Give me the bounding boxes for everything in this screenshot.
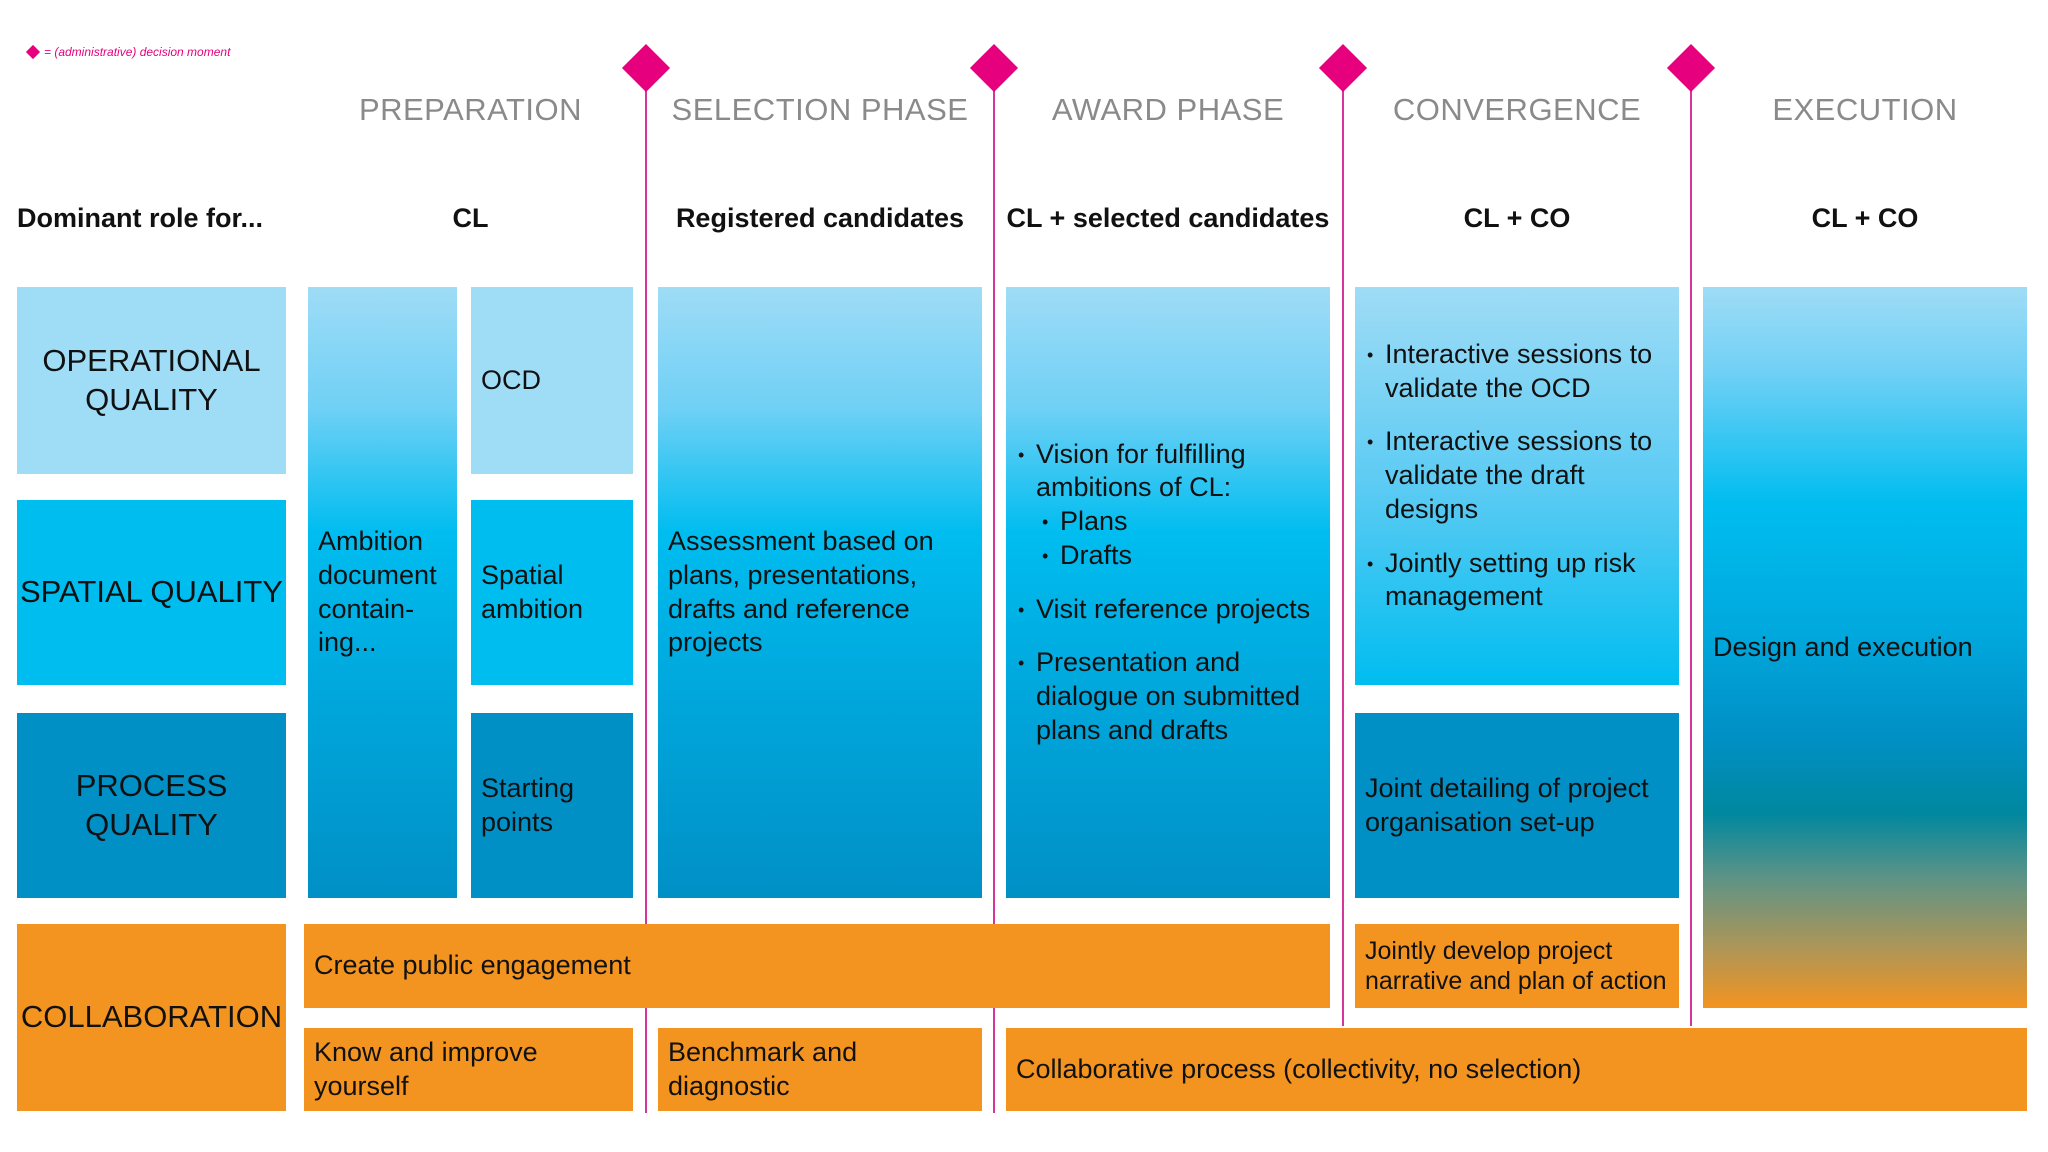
convergence-item: Interactive sessions to validate the OCD <box>1365 338 1669 406</box>
decision-line-2 <box>993 68 995 1113</box>
decision-diamond-icon <box>969 43 1019 93</box>
phase-title-execution: EXECUTION <box>1772 92 1958 127</box>
decision-diamond-icon <box>1666 43 1716 93</box>
decision-diamond-icon <box>1318 43 1368 93</box>
award-subitem: Plans <box>1040 505 1320 539</box>
award-card: Vision for fulfilling ambitions of CL: P… <box>1006 287 1330 898</box>
award-subitem: Drafts <box>1040 539 1320 573</box>
preparation-spatial-card: Spatial ambition <box>471 500 633 685</box>
legend: = (administrative) decision moment <box>25 42 231 62</box>
role-award: CL + selected candidates <box>1006 203 1330 233</box>
role-execution: CL + CO <box>1811 203 1919 233</box>
collab-collective-process: Collaborative process (collectivity, no … <box>1006 1028 2027 1111</box>
collab-know-improve: Know and improve yourself <box>304 1028 633 1111</box>
award-item: Vision for fulfilling ambitions of CL: P… <box>1016 438 1320 573</box>
preparation-ocd-card: OCD <box>471 287 633 474</box>
role-convergence: CL + CO <box>1463 203 1571 233</box>
decision-diamond-icon <box>621 43 671 93</box>
preparation-starting-card: Starting points <box>471 713 633 898</box>
convergence-item: Jointly setting up risk management <box>1365 547 1669 615</box>
convergence-card: Interactive sessions to validate the OCD… <box>1355 287 1679 685</box>
selection-card: Assessment based on plans, presentations… <box>658 287 982 898</box>
row-label-spatial: SPATIAL QUALITY <box>17 500 286 685</box>
role-header: Dominant role for... <box>17 203 264 233</box>
convergence-item: Interactive sessions to validate the dra… <box>1365 425 1669 526</box>
row-label-operational: OPERATIONAL QUALITY <box>17 287 286 474</box>
row-label-process: PROCESS QUALITY <box>17 713 286 898</box>
collab-public-engagement: Create public engagement <box>304 924 1330 1008</box>
convergence-process-card: Joint detailing of project organisation … <box>1355 713 1679 898</box>
award-item: Visit reference projects <box>1016 593 1320 627</box>
decision-line-1 <box>645 68 647 1113</box>
phase-title-award: AWARD PHASE <box>1051 92 1285 127</box>
decision-line-4 <box>1690 68 1692 1026</box>
preparation-ambition-card: Ambition document contain-ing... <box>308 287 457 898</box>
role-preparation: CL <box>452 203 489 233</box>
collab-benchmark: Benchmark and diagnostic <box>658 1028 982 1111</box>
diamond-icon <box>25 44 41 60</box>
decision-line-3 <box>1342 68 1344 1026</box>
convergence-list: Interactive sessions to validate the OCD… <box>1365 338 1669 614</box>
phase-title-convergence: CONVERGENCE <box>1392 92 1642 127</box>
phase-title-selection: SELECTION PHASE <box>671 92 969 127</box>
award-list: Vision for fulfilling ambitions of CL: P… <box>1016 438 1320 748</box>
execution-card: Design and execution <box>1703 287 2027 1008</box>
award-item: Presentation and dialogue on submitted p… <box>1016 646 1320 747</box>
role-selection: Registered candidates <box>675 203 965 233</box>
row-label-collaboration: COLLABORATION <box>17 924 286 1111</box>
legend-text: = (administrative) decision moment <box>44 45 231 59</box>
phase-title-preparation: PREPARATION <box>358 92 583 127</box>
convergence-collab-card: Jointly develop project narrative and pl… <box>1355 924 1679 1008</box>
